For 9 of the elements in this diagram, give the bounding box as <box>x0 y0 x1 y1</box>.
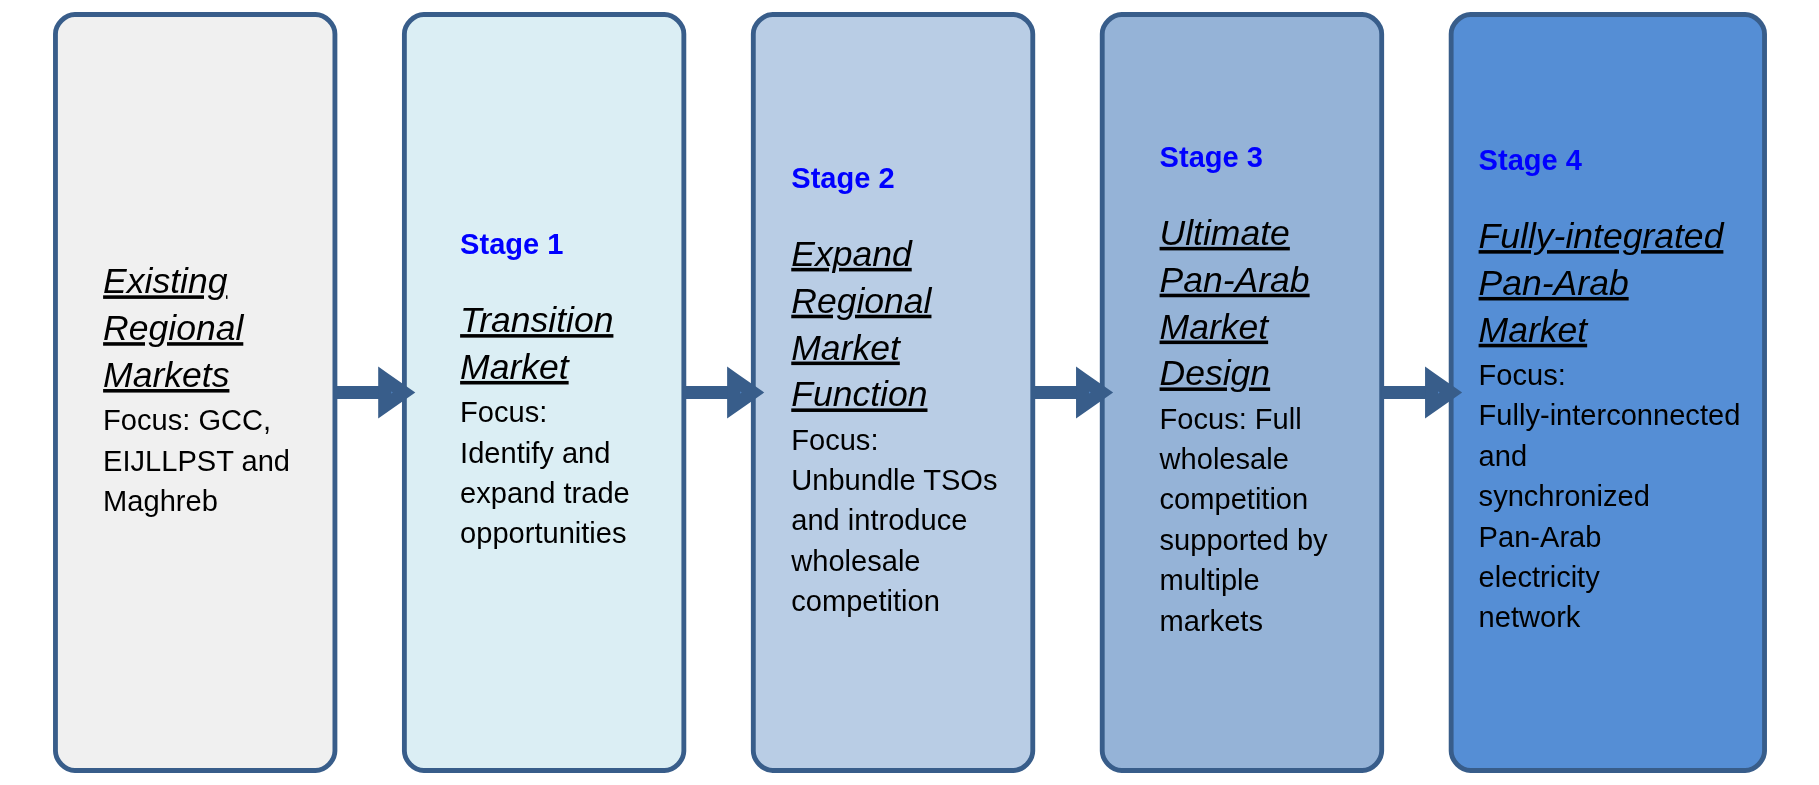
arrow <box>1381 366 1462 419</box>
node-box: Stage 3 Ultimate Pan-Arab Market Design Focus: Full wholesale competition supported by multiple markets <box>1099 12 1384 773</box>
arrow <box>1032 366 1113 419</box>
node-box: Stage 2 Expand Regional Market Function Focus: Unbundle TSOs and introduce wholesale competition <box>750 12 1035 773</box>
node-box: Existing Regional Markets Focus: GCC, EIJLLPST and Maghreb <box>52 12 337 773</box>
arrow <box>683 366 764 419</box>
node-box: Stage 1 Transition Market Focus: Identify and expand trade opportunities <box>401 12 686 773</box>
node-box: Stage 4 Fully-integrated Pan-Arab Market Focus: Fully-interconnected and synchronized Pan-Arab electricity network <box>1448 12 1767 773</box>
arrow <box>334 366 415 419</box>
